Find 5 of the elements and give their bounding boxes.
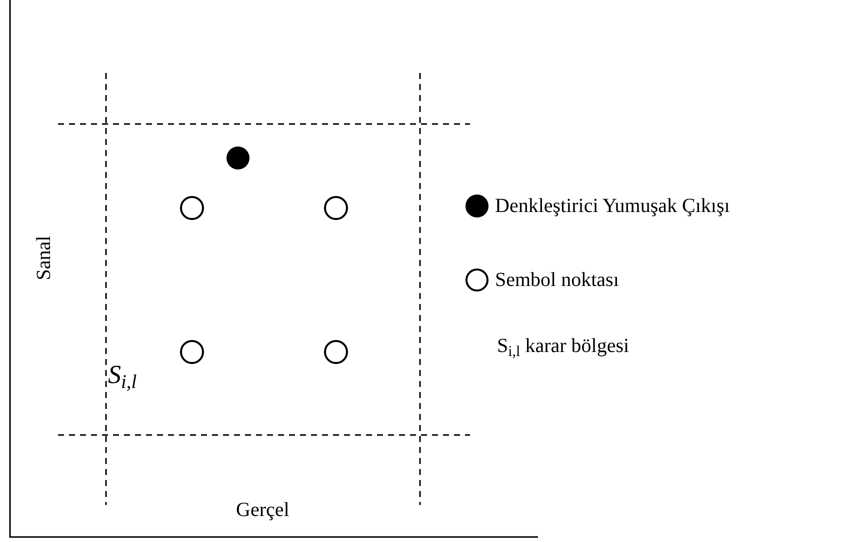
legend-text: S$_{i,l}$ karar bölgesi: [497, 336, 630, 356]
legend-text: Sembol noktası: [495, 270, 619, 290]
axis-label: Gerçel: [236, 500, 290, 520]
axis-label: Sanal: [34, 236, 54, 280]
legend-text: Denkleştirici Yumuşak Çıkışı: [495, 196, 730, 216]
